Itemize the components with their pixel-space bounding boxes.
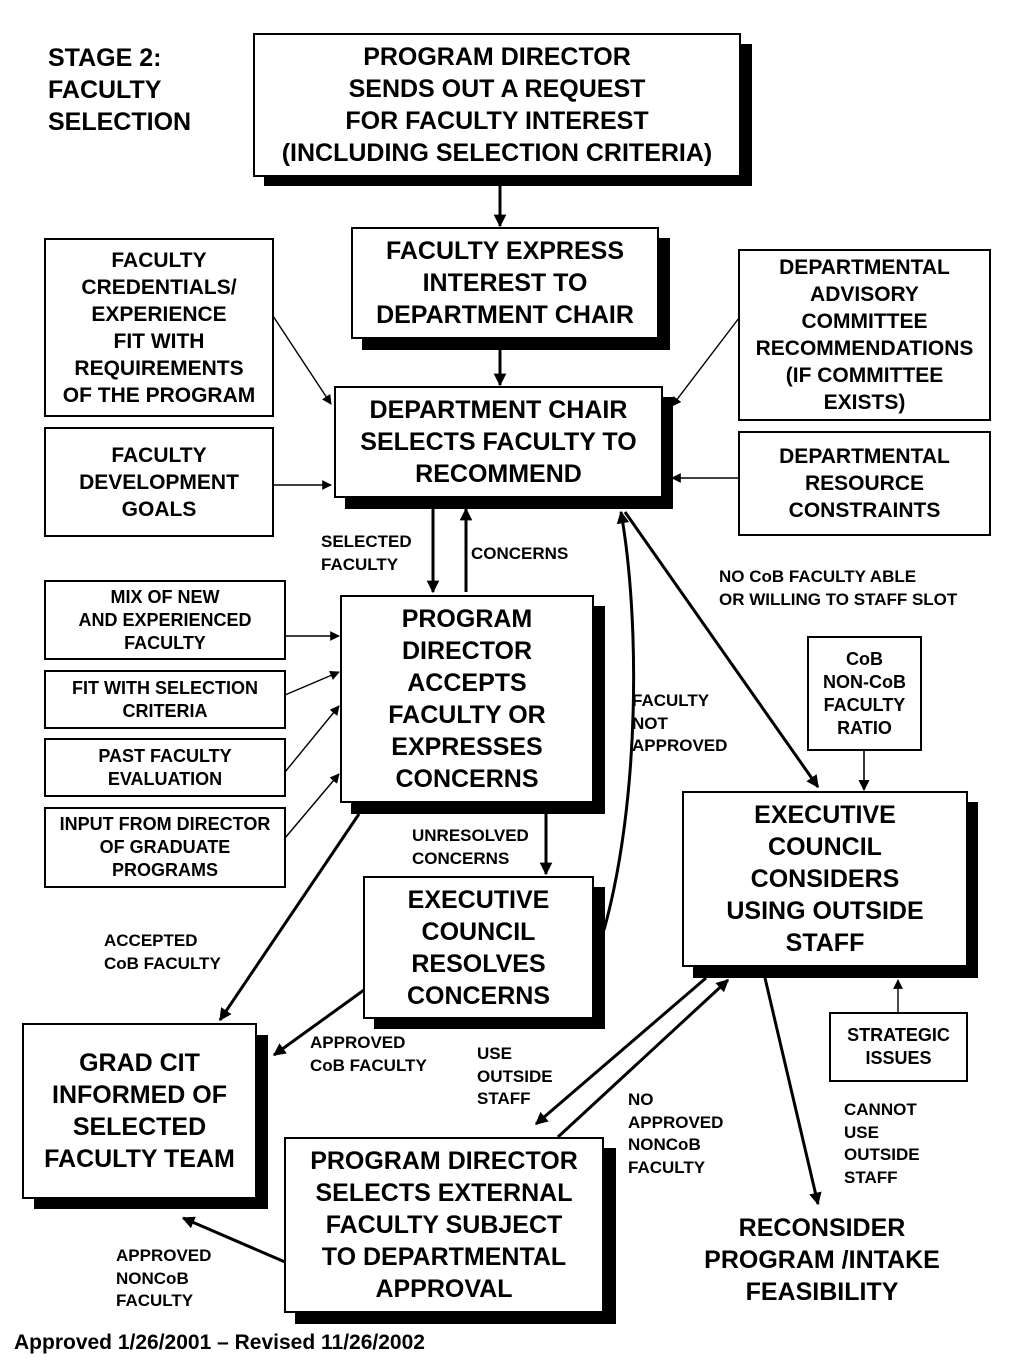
box-exec-council-outside-shape <box>682 791 978 978</box>
arrow-past-to-director <box>284 705 340 773</box>
arrow-no-approved-noncob <box>556 978 730 1139</box>
label-no-approved-noncob: NO APPROVED NONCoB FACULTY <box>628 1090 724 1177</box>
label-concerns: CONCERNS <box>471 544 569 563</box>
label-approved-noncob-faculty: APPROVED NONCoB FACULTY <box>116 1246 212 1310</box>
box-department-advisory-shape <box>738 249 991 421</box>
label-unresolved-concerns: UNRESOLVED CONCERNS <box>412 826 529 868</box>
box-input-director-graduate-shape <box>44 807 286 888</box>
box-department-chair-selects-shape <box>334 386 673 509</box>
arrow-no-cob-faculty <box>623 511 820 789</box>
label-faculty-not-approved: FACULTY NOT APPROVED <box>632 691 728 755</box>
box-mix-new-experienced-shape <box>44 580 286 660</box>
arrow-accepted-cob-faculty <box>218 813 361 1022</box>
footer-approval-note: Approved 1/26/2001 – Revised 11/26/2002 <box>14 1331 425 1354</box>
box-grad-cit-informed-shape <box>22 1023 268 1209</box>
arrow-use-outside-staff <box>535 976 707 1126</box>
box-cob-ratio-shape <box>807 636 922 751</box>
box-departmental-resource: DEPARTMENTAL RESOURCE CONSTRAINTS <box>779 445 950 522</box>
label-cannot-use-outside: CANNOT USE OUTSIDE STAFF <box>844 1100 920 1187</box>
box-program-director-request: PROGRAM DIRECTOR SENDS OUT A REQUEST FOR… <box>281 43 713 167</box>
box-departmental-resource-shape <box>738 431 991 536</box>
box-exec-council-outside: EXECUTIVE COUNCIL CONSIDERS USING OUTSID… <box>726 801 924 957</box>
box-program-director-external-shape <box>284 1137 616 1324</box>
box-faculty-credentials: FACULTY CREDENTIALS/ EXPERIENCE FIT WITH… <box>62 248 256 407</box>
box-exec-council-resolves: EXECUTIVE COUNCIL RESOLVES CONCERNS <box>406 885 551 1010</box>
box-program-director-external: PROGRAM DIRECTOR SELECTS EXTERNAL FACULT… <box>310 1147 578 1303</box>
box-input-director-graduate: INPUT FROM DIRECTOR OF GRADUATE PROGRAMS <box>59 814 271 880</box>
box-faculty-credentials-shape <box>44 238 274 417</box>
label-approved-cob-faculty: APPROVED CoB FACULTY <box>310 1033 427 1075</box>
box-fit-selection-criteria: FIT WITH SELECTION CRITERIA <box>72 677 258 721</box>
box-exec-council-resolves-shape <box>363 876 605 1029</box>
box-faculty-development-goals: FACULTY DEVELOPMENT GOALS <box>79 443 239 521</box>
box-department-advisory: DEPARTMENTAL ADVISORY COMMITTEE RECOMMEN… <box>755 256 974 414</box>
arrow-approved-cob-faculty <box>272 988 365 1057</box>
box-faculty-express-interest-shape <box>351 227 670 350</box>
box-program-director-request-shape <box>253 33 752 186</box>
arrow-input-to-director <box>284 773 340 839</box>
box-department-chair-selects: DEPARTMENT CHAIR SELECTS FACULTY TO RECO… <box>360 396 637 488</box>
label-no-cob-faculty: NO CoB FACULTY ABLE OR WILLING TO STAFF … <box>719 567 958 609</box>
box-faculty-development-goals-shape <box>44 427 274 537</box>
box-strategic-issues: STRATEGIC ISSUES <box>847 1025 950 1068</box>
box-past-faculty-evaluation: PAST FACULTY EVALUATION <box>98 745 232 789</box>
stage-title: STAGE 2: FACULTY SELECTION <box>48 44 192 136</box>
box-reconsider-program: RECONSIDER PROGRAM /INTAKE FEASIBILITY <box>704 1214 940 1306</box>
arrow-approved-noncob-faculty <box>181 1216 286 1264</box>
box-program-director-accepts: PROGRAM DIRECTOR ACCEPTS FACULTY OR EXPR… <box>388 605 546 793</box>
label-use-outside-staff: USE OUTSIDE STAFF <box>477 1044 553 1108</box>
box-cob-ratio: CoB NON-CoB FACULTY RATIO <box>823 648 906 738</box>
box-mix-new-experienced: MIX OF NEW AND EXPERIENCED FACULTY <box>78 586 252 653</box>
box-grad-cit-informed: GRAD CIT INFORMED OF SELECTED FACULTY TE… <box>44 1049 235 1173</box>
arrow-faculty-not-approved <box>602 510 636 931</box>
box-faculty-express-interest: FACULTY EXPRESS INTEREST TO DEPARTMENT C… <box>376 237 634 329</box>
label-accepted-cob-faculty: ACCEPTED CoB FACULTY <box>104 931 221 973</box>
arrow-credentials-to-chair <box>272 315 332 405</box>
label-selected-faculty: SELECTED FACULTY <box>321 532 412 574</box>
arrow-advisory-to-chair <box>671 317 740 407</box>
box-past-faculty-evaluation-shape <box>44 738 286 797</box>
box-fit-selection-criteria-shape <box>44 670 286 729</box>
arrow-cannot-use-outside <box>763 977 822 1206</box>
arrow-fit-to-director <box>284 670 340 696</box>
box-program-director-accepts-shape <box>340 595 605 814</box>
